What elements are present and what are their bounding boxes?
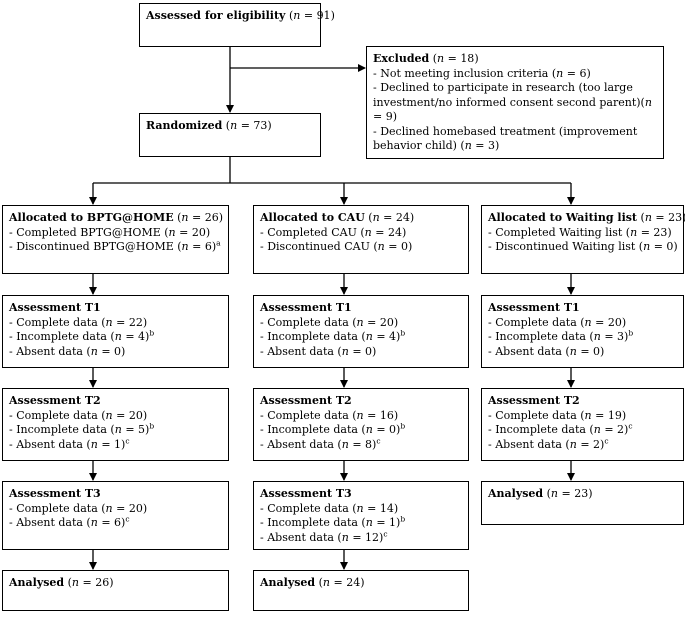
box-title: Allocated to Waiting list [488,211,638,224]
t2-cau-box: Assessment T2 - Complete data (n = 16) -… [253,388,469,461]
box-count: 23 [574,487,589,500]
list-item: - Discontinued BPTG@HOME (n = 6)a [9,238,221,253]
list-item: - Incomplete data (n = 2)c [488,421,633,436]
box-count: 24 [346,576,361,589]
box-count: 23 [668,211,683,224]
box-title: Randomized [146,119,223,132]
t2-wait-box: Assessment T2 - Complete data (n = 19) -… [481,388,684,461]
box-title: Assessed for eligibility [146,9,286,22]
eligibility-box: Assessed for eligibility (n = 91) [139,3,335,47]
list-item: - Incomplete data (n = 5)b [9,421,155,436]
list-item: - Absent data (n = 0) [9,344,126,358]
box-count: 18 [460,52,475,65]
box-title: Assessment T2 [9,394,101,407]
list-item: - Absent data (n = 0) [260,344,377,358]
analysed-wait-box: Analysed (n = 23) [481,481,684,525]
box-count: 24 [395,211,410,224]
excluded-box: Excluded (n = 18) - Not meeting inclusio… [366,46,664,159]
list-item: - Completed BPTG@HOME (n = 20) [9,225,211,239]
alloc-cau-box: Allocated to CAU (n = 24) - Completed CA… [253,205,469,274]
list-item: - Complete data (n = 20) [488,315,627,329]
randomized-box: Randomized (n = 73) [139,113,321,157]
list-item: - Complete data (n = 20) [260,315,399,329]
box-count: 91 [316,9,331,22]
box-title: Assessment T1 [260,301,352,314]
list-item: - Discontinued CAU (n = 0) [260,240,413,253]
box-count: 26 [204,211,219,224]
box-title: Allocated to CAU [260,211,365,224]
list-item: - Not meeting inclusion criteria (n = 6) [373,66,591,80]
t1-cau-box: Assessment T1 - Complete data (n = 20) -… [253,295,469,368]
analysed-cau-box: Analysed (n = 24) [253,570,469,611]
list-item: - Discontinued Waiting list (n = 0) [488,240,678,253]
list-item: - Completed Waiting list (n = 23) [488,225,672,239]
t1-wait-box: Assessment T1 - Complete data (n = 20) -… [481,295,684,368]
box-count: 73 [253,119,268,132]
alloc-wait-box: Allocated to Waiting list (n = 23) - Com… [481,205,685,274]
list-item: - Complete data (n = 22) [9,315,148,329]
box-title: Assessment T2 [260,394,352,407]
box-title: Excluded [373,52,430,65]
list-item: - Complete data (n = 20) [9,408,148,422]
list-item: - Complete data (n = 14) [260,501,399,515]
list-item: - Declined homebased treatment (improvem… [373,124,638,153]
list-item: - Declined to participate in research (t… [373,81,652,123]
box-title: Assessment T1 [9,301,101,314]
list-item: - Incomplete data (n = 0)b [260,421,406,436]
t3-bptg-box: Assessment T3 - Complete data (n = 20) -… [2,481,229,550]
list-item: - Absent data (n = 8)c [260,435,381,451]
box-title: Assessment T3 [9,487,101,500]
box-title: Assessment T1 [488,301,580,314]
box-title: Analysed [9,576,65,589]
t1-bptg-box: Assessment T1 - Complete data (n = 22) -… [2,295,229,368]
box-count: 26 [95,576,110,589]
t2-bptg-box: Assessment T2 - Complete data (n = 20) -… [2,388,229,461]
box-title: Analysed [260,576,316,589]
alloc-bptg-box: Allocated to BPTG@HOME (n = 26) - Comple… [2,205,229,274]
box-title: Allocated to BPTG@HOME [9,211,174,224]
list-item: - Absent data (n = 0) [488,344,605,358]
list-item: - Incomplete data (n = 4)b [260,328,406,343]
box-title: Analysed [488,487,544,500]
box-title: Assessment T3 [260,487,352,500]
list-item: - Absent data (n = 6)c [9,514,130,529]
list-item: - Complete data (n = 16) [260,408,399,422]
box-title: Assessment T2 [488,394,580,407]
list-item: - Incomplete data (n = 3)b [488,328,634,343]
list-item: - Incomplete data (n = 1)b [260,514,406,529]
t3-cau-box: Assessment T3 - Complete data (n = 14) -… [253,481,469,550]
list-item: - Absent data (n = 2)c [488,435,609,451]
list-item: - Absent data (n = 1)c [9,435,130,451]
list-item: - Complete data (n = 20) [9,501,148,515]
list-item: - Complete data (n = 19) [488,408,627,422]
list-item: - Absent data (n = 12)c [260,528,388,544]
list-item: - Incomplete data (n = 4)b [9,328,155,343]
list-item: - Completed CAU (n = 24) [260,225,407,239]
analysed-bptg-box: Analysed (n = 26) [2,570,229,611]
